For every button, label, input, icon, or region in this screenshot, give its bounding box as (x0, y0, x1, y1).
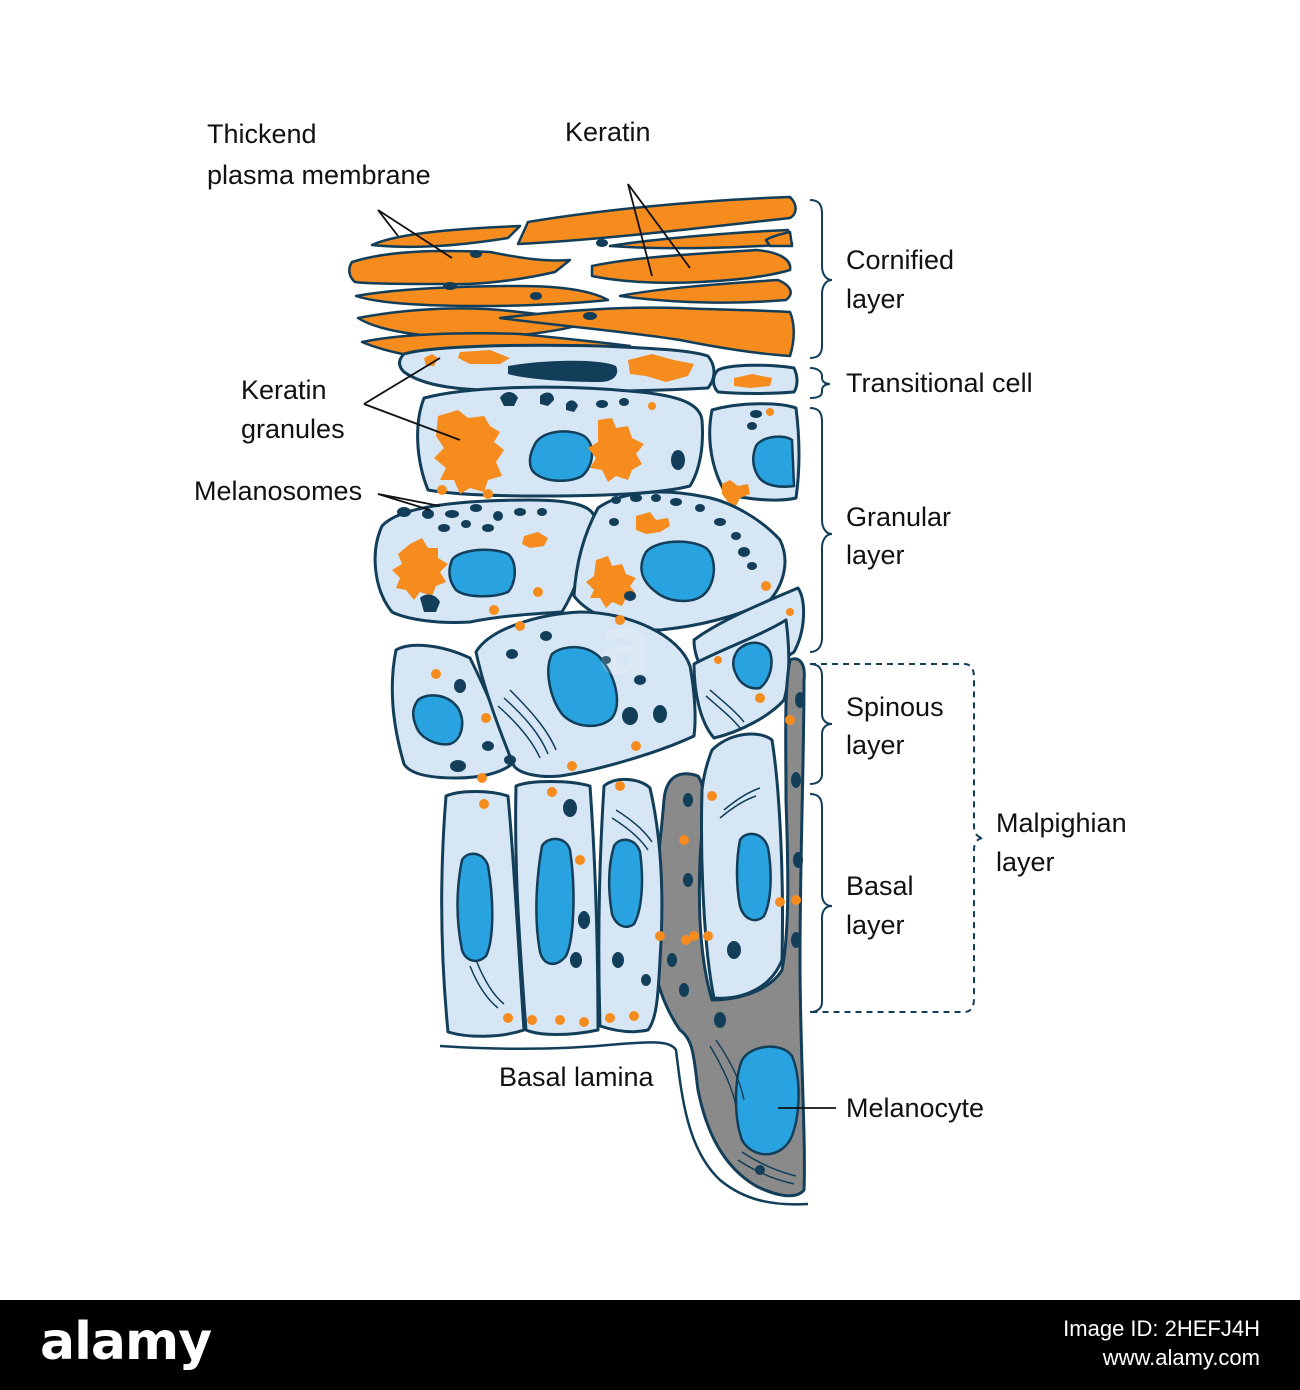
diagram-labels: Thickend plasma membrane Keratin Keratin… (194, 117, 1127, 1123)
image-id-text: Image ID: 2HEFJ4H (1063, 1316, 1260, 1341)
label-spinous-layer-2: layer (846, 730, 905, 760)
layer-brackets (809, 199, 985, 1013)
label-keratin: Keratin (565, 117, 651, 147)
label-cornified-layer-1: Cornified (846, 245, 954, 275)
brand-logo: alamy (40, 1312, 212, 1372)
label-granular-layer-1: Granular (846, 502, 951, 532)
label-cornified-layer-2: layer (846, 284, 905, 314)
label-melanosomes: Melanosomes (194, 476, 362, 506)
label-keratin-granules-1: Keratin (241, 375, 327, 405)
label-keratin-granules-2: granules (241, 414, 345, 444)
label-thickened-membrane-2: plasma membrane (207, 160, 431, 190)
cornified-layer-cells (348, 195, 797, 364)
label-malpighian-layer-1: Malpighian (996, 808, 1127, 838)
epidermis-diagram: .ker { fill: #f68c1e; stroke: #123e5a; s… (194, 117, 1127, 1206)
spinous-layer-cells (390, 610, 791, 783)
label-granular-layer-2: layer (846, 540, 905, 570)
label-spinous-layer-1: Spinous (846, 692, 944, 722)
basal-layer-cells (440, 732, 785, 1038)
site-url-text: www.alamy.com (1102, 1345, 1260, 1370)
label-malpighian-layer-2: layer (996, 847, 1055, 877)
footer-bar: alamy Image ID: 2HEFJ4H www.alamy.com (0, 1300, 1300, 1390)
label-basal-lamina: Basal lamina (499, 1062, 655, 1092)
transitional-cells (398, 343, 799, 395)
leader-lines (363, 183, 836, 1109)
image-id-block: Image ID: 2HEFJ4H www.alamy.com (1063, 1314, 1260, 1372)
label-basal-layer-1: Basal (846, 871, 914, 901)
label-transitional-cell: Transitional cell (846, 368, 1033, 398)
basal-lamina-line (439, 1041, 809, 1206)
label-basal-layer-2: layer (846, 910, 905, 940)
label-melanocyte: Melanocyte (846, 1093, 984, 1123)
label-thickened-membrane-1: Thickend (207, 119, 317, 149)
